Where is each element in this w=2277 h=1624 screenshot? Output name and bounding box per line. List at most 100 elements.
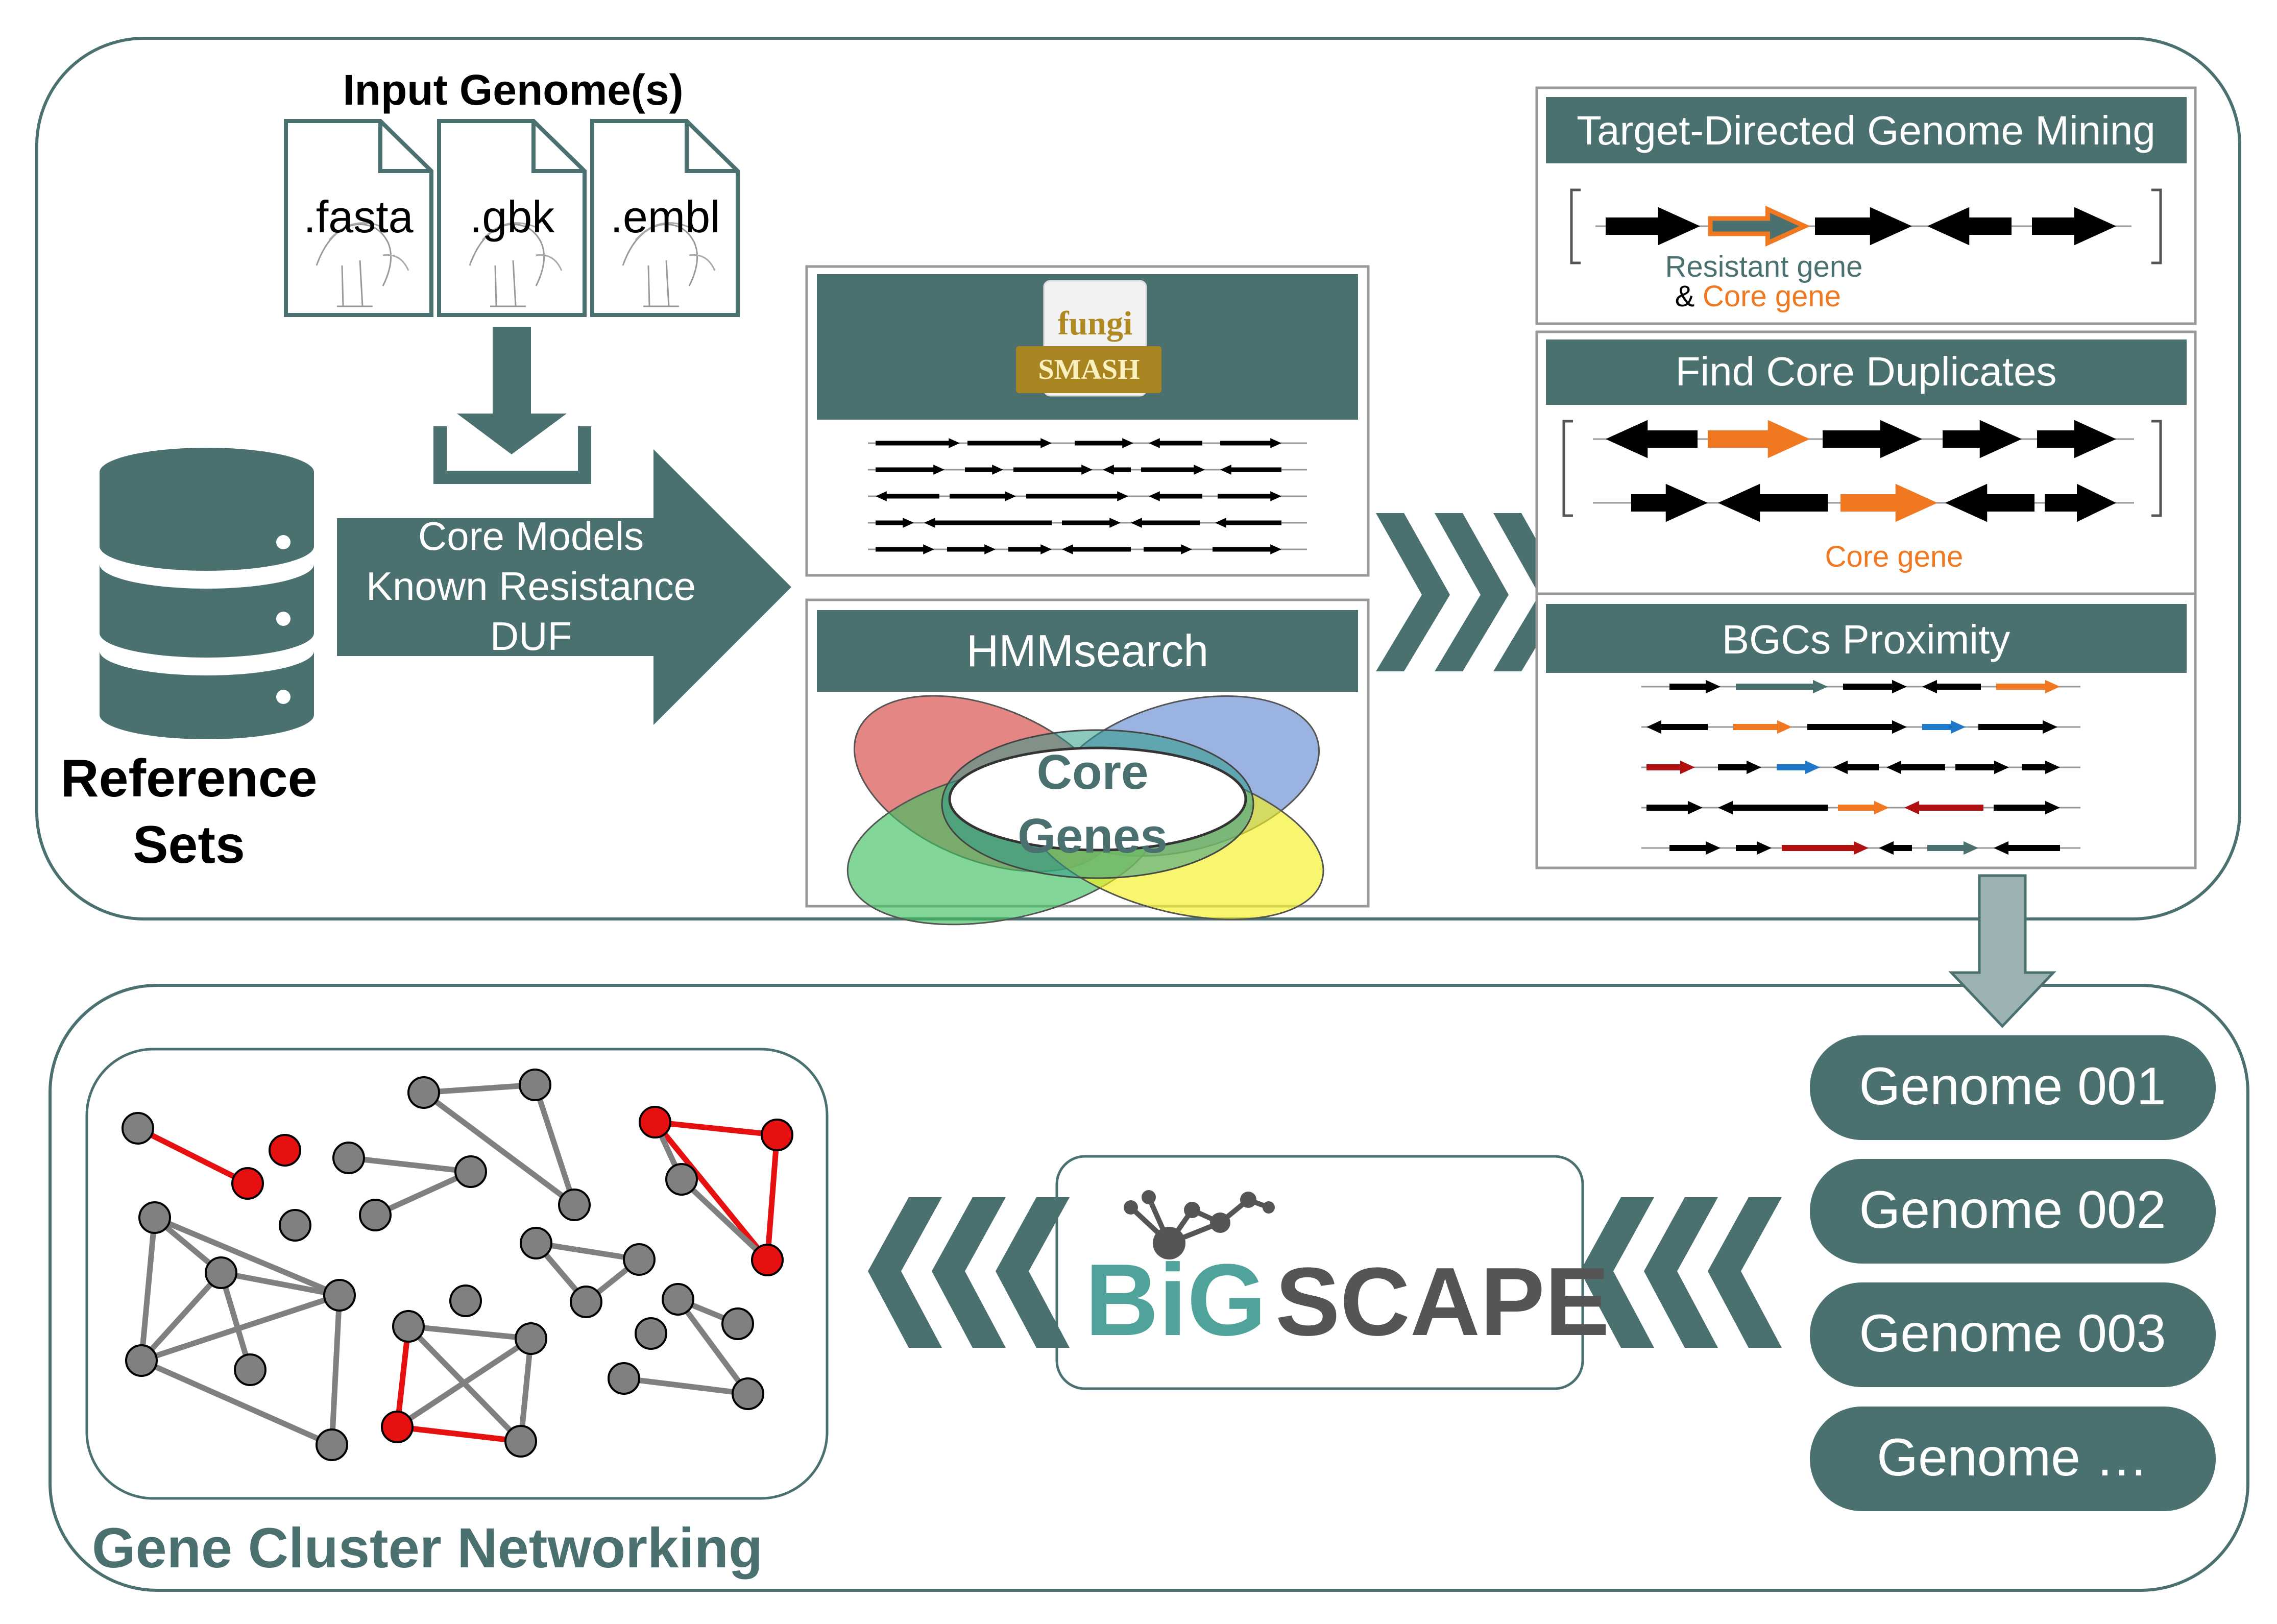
network-edge-highlighted [652, 1120, 770, 1262]
gene-arrow [1215, 518, 1281, 528]
gene-arrow [1718, 483, 1828, 522]
core-gene-label-duplicates: Core gene [1825, 540, 1964, 573]
reference-sets-label-2: Sets [133, 815, 245, 875]
gene-arrow [1646, 720, 1708, 734]
gene-arrow [1646, 801, 1703, 815]
network-node [392, 1310, 425, 1343]
network-node-highlighted [761, 1119, 793, 1151]
gene-arrow [947, 544, 996, 554]
gene-arrow [1220, 465, 1281, 475]
target-title: Target-Directed Genome Mining [1577, 108, 2155, 153]
gene-arrow [1103, 465, 1131, 475]
genome-label-3: Genome 003 [1859, 1304, 2166, 1363]
venn-diagram: Core Genes [846, 695, 1324, 926]
gene-arrow [1736, 680, 1828, 694]
network-edge [218, 1272, 253, 1371]
file-gbk-label: .gbk [470, 191, 555, 242]
gene-arrow [1708, 206, 1810, 247]
network-node [515, 1322, 547, 1355]
network-node-highlighted [751, 1244, 784, 1276]
network-edge [422, 1090, 576, 1207]
file-embl-icon: .embl [590, 119, 740, 317]
gene-arrow [1978, 720, 2057, 734]
gene-arrow [1823, 420, 1922, 458]
network-node [665, 1163, 698, 1196]
gene-arrow [1922, 680, 1981, 694]
bigscape-logo-big: BiG [1085, 1243, 1267, 1357]
file-fasta-icon: .fasta [284, 119, 433, 317]
chevrons-left-icon-right [1580, 1197, 1782, 1348]
proximity-title: BGCs Proximity [1722, 617, 2010, 662]
network-node [407, 1076, 440, 1109]
network-node [558, 1189, 591, 1221]
network-edge [623, 1375, 748, 1397]
gene-arrow [2022, 760, 2060, 774]
network-node [316, 1428, 348, 1461]
gene-arrow [1945, 483, 2034, 522]
gene-arrow [1994, 841, 2060, 855]
gene-arrow [876, 465, 944, 475]
genome-label-2: Genome 002 [1859, 1180, 2166, 1240]
gene-arrow [1008, 544, 1052, 554]
gene-arrow [1943, 420, 2022, 458]
network-node [570, 1286, 602, 1318]
bracket [2151, 188, 2162, 264]
gene-arrow [1922, 720, 1966, 734]
chevrons-left-icon-left [868, 1197, 1070, 1348]
hmmsearch-header [817, 610, 1358, 692]
gene-arrow [1736, 841, 1772, 855]
gene-arrow [1631, 483, 1708, 522]
network-node [449, 1284, 482, 1317]
fungismash-logo-top: fungi [1058, 305, 1133, 342]
gene-arrow [1220, 438, 1281, 448]
network-node [623, 1243, 656, 1276]
gene-arrow [1149, 438, 1202, 448]
network-edge [423, 1082, 536, 1096]
gene-arrow [876, 544, 934, 554]
bracket [1562, 420, 1573, 517]
gene-arrow [1144, 544, 1192, 554]
models-line-3: DUF [490, 614, 572, 659]
network-edge [680, 1177, 769, 1263]
bigscape-network-icon [1124, 1190, 1275, 1259]
gene-arrow [950, 491, 1016, 501]
network-edge-highlighted [764, 1134, 780, 1261]
hmmsearch-title: HMMsearch [966, 625, 1208, 676]
gene-arrow [2032, 207, 2116, 246]
network-node [635, 1317, 667, 1350]
gene-arrow [1075, 438, 1133, 448]
network-node [205, 1256, 237, 1289]
network-edge [675, 1297, 750, 1396]
network-edge [138, 1217, 158, 1361]
network-node [279, 1209, 311, 1242]
gene-arrow [1718, 760, 1761, 774]
network-node [359, 1199, 392, 1231]
gene-arrow [1131, 518, 1200, 528]
gene-arrow [1815, 207, 1912, 246]
network-edge-highlighted [397, 1424, 521, 1444]
input-genomes-title: Input Genome(s) [343, 66, 683, 114]
network-node [662, 1283, 694, 1316]
genome-pill-3 [1810, 1282, 2216, 1387]
network-edge [532, 1084, 577, 1206]
network-node [234, 1353, 267, 1386]
gene-arrow [1718, 801, 1828, 815]
database-icon [100, 448, 314, 739]
gene-arrow [924, 518, 1052, 528]
ampersand-label: & [1675, 280, 1695, 313]
network-edge-highlighted [394, 1326, 411, 1427]
gene-arrow [1838, 801, 1889, 815]
network-node-highlighted [269, 1134, 301, 1167]
network-edge-highlighted [136, 1126, 249, 1186]
down-arrow [1948, 874, 2056, 1028]
gene-arrow [1994, 801, 2060, 815]
gene-arrow [1606, 420, 1698, 458]
network-edge [220, 1270, 341, 1298]
network-edge [140, 1292, 341, 1364]
gene-arrow [1927, 207, 2012, 246]
gene-arrow [1606, 207, 1700, 246]
gene-arrow [1149, 491, 1202, 501]
network-box [85, 1048, 829, 1500]
gene-arrow [876, 438, 960, 448]
gene-arrow [1904, 801, 1983, 815]
